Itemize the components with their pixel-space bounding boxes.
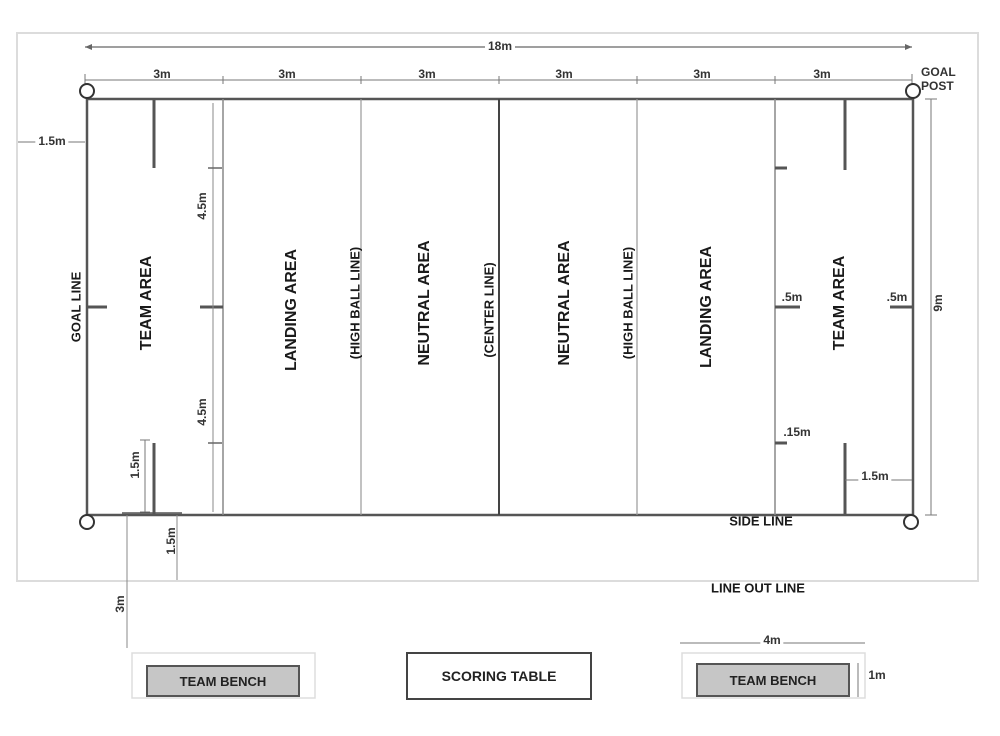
bench-distance-label: 3m bbox=[113, 595, 127, 613]
segment-label-4: 3m bbox=[555, 67, 573, 81]
team-area-left-label: TEAM AREA bbox=[138, 255, 155, 351]
neutral-area-right-label: NEUTRAL AREA bbox=[556, 240, 573, 366]
neutral-area-left-label: NEUTRAL AREA bbox=[416, 240, 433, 366]
landing-area-left-label: LANDING AREA bbox=[283, 248, 300, 372]
segment-label-3: 3m bbox=[418, 67, 436, 81]
right-bench-marker-label: 1.5m bbox=[858, 469, 892, 483]
width-label: 9m bbox=[931, 294, 945, 312]
team-area-right-label: TEAM AREA bbox=[831, 255, 848, 351]
segment-label-1: 3m bbox=[153, 67, 171, 81]
team-bench-left: TEAM BENCH bbox=[146, 665, 300, 697]
goal-post-top-left bbox=[79, 83, 95, 99]
bench-depth-label: 1m bbox=[868, 668, 886, 682]
center-line-label: (CENTER LINE) bbox=[481, 262, 497, 358]
goal-post-bottom-right bbox=[903, 514, 919, 530]
bench-marker-label: 1.5m bbox=[128, 451, 142, 479]
bench-width-label: 4m bbox=[760, 633, 784, 647]
scoring-table: SCORING TABLE bbox=[406, 652, 592, 700]
segment-label-6: 3m bbox=[813, 67, 831, 81]
high-ball-line-left-label: (HIGH BALL LINE) bbox=[347, 246, 363, 360]
goal-post-bottom-left bbox=[79, 514, 95, 530]
left-half-bottom-label: 4.5m bbox=[195, 398, 209, 426]
team-bench-right: TEAM BENCH bbox=[696, 663, 850, 697]
segment-label-5: 3m bbox=[693, 67, 711, 81]
landing-area-right-label: LANDING AREA bbox=[698, 245, 715, 369]
goal-line-label: GOAL LINE bbox=[68, 271, 84, 343]
line-out-line-label: LINE OUT LINE bbox=[711, 580, 805, 596]
goal-post-label: GOAL POST bbox=[921, 65, 956, 93]
right-half-outer-label: .5m bbox=[886, 290, 908, 304]
right-quarter-label: .15m bbox=[783, 425, 811, 439]
goal-post-top-right bbox=[905, 83, 921, 99]
total-length-label: 18m bbox=[484, 39, 516, 53]
high-ball-line-right-label: (HIGH BALL LINE) bbox=[620, 246, 636, 360]
segment-label-2: 3m bbox=[278, 67, 296, 81]
left-margin-label: 1.5m bbox=[35, 134, 69, 148]
left-half-top-label: 4.5m bbox=[195, 192, 209, 220]
side-line-label: SIDE LINE bbox=[729, 513, 793, 529]
side-margin-label: 1.5m bbox=[164, 527, 178, 555]
right-half-label: .5m bbox=[781, 290, 803, 304]
field-boundary bbox=[16, 32, 979, 582]
